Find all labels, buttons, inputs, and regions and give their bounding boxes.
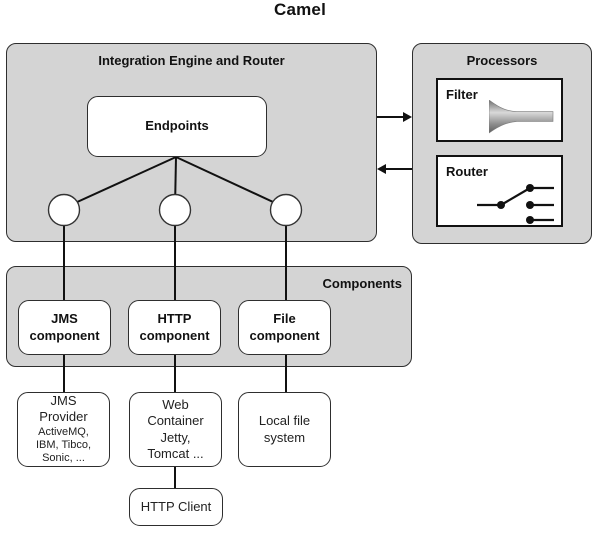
processors-label-wrap: Processors: [412, 52, 592, 70]
http-client-node: HTTP Client: [129, 488, 223, 526]
web-container-node: Web Container Jetty, Tomcat ...: [129, 392, 222, 467]
jms-provider-list: ActiveMQ, IBM, Tibco, Sonic, ...: [35, 425, 92, 465]
filter-card: Filter: [436, 78, 563, 142]
jms-provider-node: JMS Provider ActiveMQ, IBM, Tibco, Sonic…: [17, 392, 110, 467]
integration-engine-label-wrap: Integration Engine and Router: [6, 52, 377, 70]
arrow-to-processors-icon: [377, 112, 412, 122]
local-file-system-node: Local file system: [238, 392, 331, 467]
local-file-system-label: Local file system: [258, 413, 311, 445]
diagram-title: Camel: [273, 0, 327, 19]
router-switch-icon: [477, 184, 554, 224]
arrow-to-engine-icon: [377, 164, 412, 174]
http-component-node: HTTP component: [128, 300, 221, 355]
http-component-label: HTTP component: [139, 311, 210, 343]
file-component-label: File component: [249, 311, 320, 343]
web-container-label: Web Container Jetty, Tomcat ...: [147, 397, 204, 461]
jms-component-label: JMS component: [29, 311, 100, 343]
components-label-wrap: Components: [6, 275, 402, 293]
router-label: Router: [446, 164, 488, 179]
components-label: Components: [322, 276, 402, 291]
router-card: Router: [436, 155, 563, 227]
endpoints-node: Endpoints: [87, 96, 267, 157]
file-component-node: File component: [238, 300, 331, 355]
jms-provider-title: JMS Provider: [39, 393, 88, 425]
integration-engine-label: Integration Engine and Router: [98, 53, 285, 68]
jms-component-node: JMS component: [18, 300, 111, 355]
http-client-label: HTTP Client: [140, 498, 212, 514]
filter-funnel-icon: [489, 100, 554, 134]
processors-label: Processors: [466, 53, 538, 68]
filter-label: Filter: [446, 87, 478, 102]
endpoints-label: Endpoints: [145, 118, 209, 134]
